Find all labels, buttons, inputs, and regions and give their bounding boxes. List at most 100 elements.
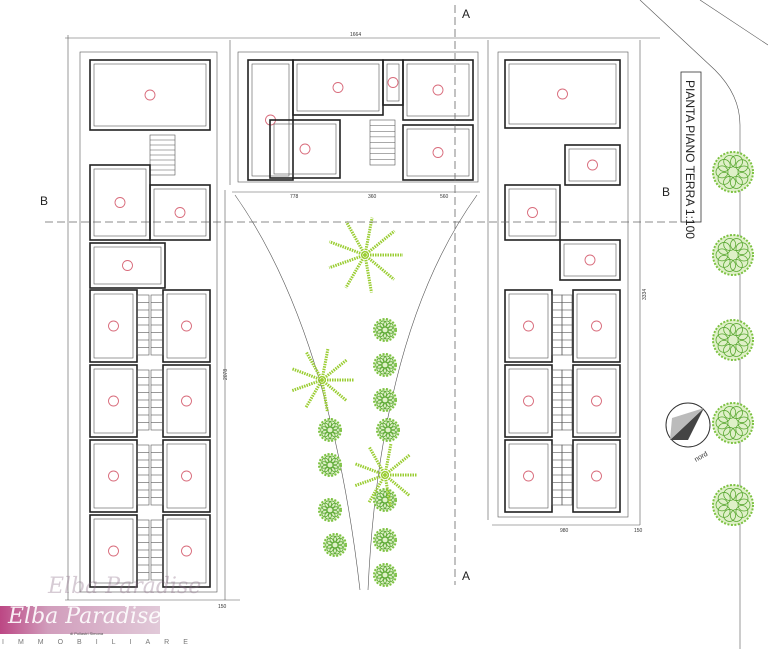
dim-center-right: 560 bbox=[440, 194, 449, 200]
section-line-a: A A bbox=[454, 5, 470, 585]
dim-left-total: 2078 bbox=[223, 369, 229, 380]
apartment-unit bbox=[504, 364, 553, 438]
section-a-bottom-label: A bbox=[462, 569, 470, 583]
unit-marker bbox=[114, 197, 126, 208]
staircase bbox=[136, 369, 150, 431]
unit-marker bbox=[108, 545, 119, 557]
shrub bbox=[373, 318, 397, 342]
tree-leaf bbox=[333, 547, 341, 555]
palm-frond bbox=[344, 254, 367, 289]
tree-leaf bbox=[729, 344, 743, 357]
tree-canopy bbox=[373, 528, 397, 552]
palm-frond bbox=[384, 473, 411, 497]
tree-leaf bbox=[320, 426, 328, 434]
tree-leaf bbox=[383, 402, 391, 410]
unit-marker bbox=[181, 320, 192, 332]
room-outline bbox=[166, 293, 207, 359]
tree-leaf bbox=[387, 536, 395, 544]
tree-leaf bbox=[737, 333, 751, 347]
room-outline bbox=[576, 368, 617, 434]
apartment-unit bbox=[269, 119, 341, 179]
unit-marker bbox=[122, 260, 133, 271]
room-outline bbox=[93, 443, 134, 509]
tree-leaf bbox=[386, 532, 394, 541]
tree-canopy bbox=[376, 418, 400, 442]
tree-leaf bbox=[386, 432, 394, 440]
tree-leaf bbox=[717, 505, 731, 518]
tree-leaf bbox=[390, 426, 398, 434]
tree bbox=[712, 234, 754, 276]
shrub bbox=[373, 488, 397, 512]
staircase bbox=[150, 444, 164, 506]
tree-leaf bbox=[379, 490, 387, 498]
room-outline bbox=[93, 63, 207, 127]
dim-bottom-right-total: 980 bbox=[560, 528, 569, 534]
room-outline bbox=[563, 243, 617, 277]
buildings bbox=[79, 51, 629, 593]
room-outline bbox=[166, 518, 207, 584]
section-b-left-label: B bbox=[40, 194, 48, 208]
tree-leaf bbox=[379, 565, 387, 573]
staircase bbox=[150, 519, 164, 581]
north-arrow: nord bbox=[665, 402, 711, 464]
tree-leaf bbox=[379, 355, 387, 363]
dim-top-total: 1664 bbox=[350, 32, 361, 38]
tree-leaf bbox=[717, 255, 731, 268]
tree-leaf bbox=[723, 406, 737, 419]
palm-tree bbox=[291, 348, 354, 412]
plan-title: PIANTA PIANO TERRA 1:100 bbox=[683, 80, 697, 239]
left-building-outline bbox=[79, 51, 218, 593]
tree-leaf bbox=[328, 512, 336, 520]
tree-leaf bbox=[735, 159, 749, 173]
apartment-unit bbox=[149, 184, 211, 241]
tree-leaf bbox=[379, 530, 387, 538]
staircase bbox=[551, 369, 563, 431]
tree-canopy bbox=[318, 453, 342, 477]
apartment-unit bbox=[572, 289, 621, 363]
tree-leaf bbox=[729, 427, 743, 440]
tree-canopy bbox=[373, 353, 397, 377]
tree-leaf bbox=[332, 461, 340, 469]
tree-canopy bbox=[712, 234, 754, 276]
tree-leaf bbox=[717, 340, 731, 353]
staircase bbox=[150, 369, 164, 431]
road-edge bbox=[639, 0, 741, 649]
tree-leaf bbox=[715, 498, 729, 512]
room-outline bbox=[386, 63, 400, 102]
tree-leaf bbox=[729, 259, 743, 272]
room-outline bbox=[93, 168, 147, 237]
tree-leaf bbox=[723, 323, 737, 336]
section-b-right-label: B bbox=[662, 185, 670, 199]
tree-leaf bbox=[376, 364, 384, 373]
tree-leaf bbox=[328, 432, 336, 440]
unit-marker bbox=[108, 470, 119, 482]
tree-canopy bbox=[712, 151, 754, 193]
tree-leaf bbox=[321, 464, 329, 473]
tree-leaf bbox=[328, 467, 336, 475]
apartment-unit bbox=[564, 144, 621, 186]
palm-frond bbox=[384, 453, 411, 477]
room-outline bbox=[406, 63, 470, 117]
apartment-unit bbox=[89, 242, 166, 289]
apartment-unit bbox=[162, 289, 211, 363]
tree-leaf bbox=[729, 176, 743, 189]
tree-leaf bbox=[715, 248, 729, 262]
tree-leaf bbox=[375, 396, 383, 404]
unit-marker bbox=[584, 254, 596, 266]
room-outline bbox=[568, 148, 617, 182]
tree-leaf bbox=[737, 248, 751, 262]
tree-leaf bbox=[331, 457, 339, 466]
apartment-unit bbox=[89, 59, 211, 131]
unit-marker bbox=[523, 395, 534, 407]
shrub bbox=[373, 353, 397, 377]
logo-name: Elba Paradise bbox=[8, 604, 162, 629]
staircase bbox=[136, 444, 150, 506]
staircase bbox=[561, 444, 573, 506]
shrub bbox=[318, 498, 342, 522]
tree-leaf bbox=[326, 544, 334, 553]
unit-marker bbox=[181, 470, 192, 482]
tree-leaf bbox=[387, 571, 395, 579]
tree-leaf bbox=[729, 509, 743, 522]
tree-leaf bbox=[715, 416, 729, 430]
tree-leaf bbox=[376, 539, 384, 548]
